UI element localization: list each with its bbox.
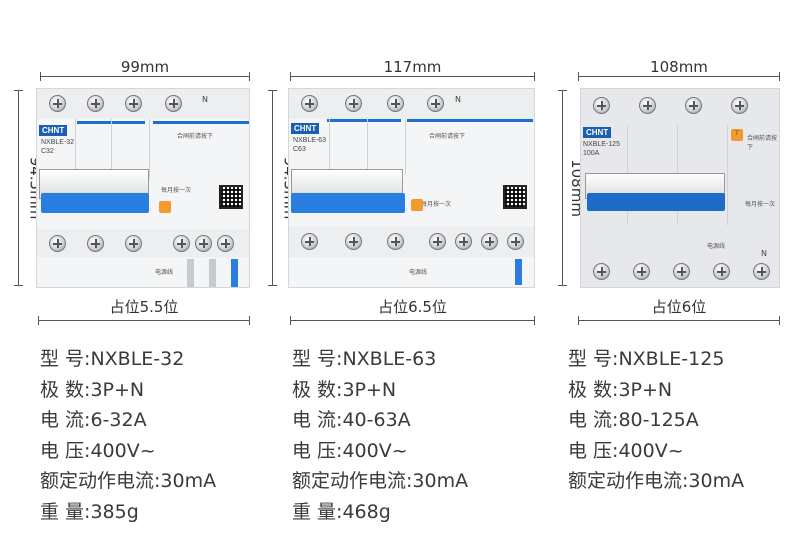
power-line-label: 电源线: [707, 243, 726, 250]
terminal-screw-icon: [633, 263, 650, 280]
spec-row: 重 量:385g: [40, 500, 139, 523]
spec-row: 额定动作电流:30mA: [40, 470, 217, 492]
spec-row: 电 压:400V~: [568, 439, 684, 462]
test-button-icon: [731, 129, 743, 141]
terminal-screw-icon: [429, 233, 446, 250]
test-button-icon: [411, 199, 423, 211]
brand-logo: CHNT: [583, 127, 612, 138]
height-dimension-1: 94.5mm: [8, 90, 44, 286]
test-button-label: T: [735, 130, 739, 137]
device-model: NXBLE-32: [41, 139, 75, 146]
width-dimension-3: 108mm: [578, 58, 780, 82]
spec-row: 重 量:468g: [292, 500, 391, 523]
spec-row: 型 号:NXBLE-32: [40, 348, 185, 370]
test-note: 合闸前请按下: [429, 133, 466, 140]
spec-list-1: 型 号:NXBLE-32 极 数:3P+N 电 流:6-32A 电 压:400V…: [40, 344, 216, 527]
monthly-test-note: 每月按一次: [745, 201, 776, 208]
terminal-screw-icon: [165, 95, 182, 112]
qr-code-icon: [503, 185, 527, 209]
spec-row: 电 流:80-125A: [568, 409, 699, 431]
terminal-screw-icon: [87, 235, 104, 252]
spec-row: 极 数:3P+N: [292, 378, 397, 401]
breaker-toggle: [291, 193, 405, 213]
brand-logo: CHNT: [291, 123, 320, 134]
spec-row: 电 流:6-32A: [40, 409, 147, 431]
terminal-screw-icon: [593, 263, 610, 280]
device-model: NXBLE-63: [293, 137, 327, 144]
device-rating: C63: [293, 146, 306, 153]
breaker-image-1: N CHNT NXBLE-32 C32 合闸前请按下 每月按一次 电源线: [36, 88, 250, 288]
terminal-screw-icon: [387, 95, 404, 112]
brand-logo: CHNT: [39, 125, 68, 136]
spec-row: 额定动作电流:30mA: [292, 470, 469, 492]
spec-row: 极 数:3P+N: [568, 378, 673, 401]
slot-label-1: 占位5.5位: [109, 298, 179, 316]
breaker-image-3: CHNT NXBLE-125 100A T 合闸前请按下 每月按一次 电源线 N: [580, 88, 780, 288]
spec-row: 电 压:400V~: [40, 439, 156, 462]
spec-list-2: 型 号:NXBLE-63 极 数:3P+N 电 流:40-63A 电 压:400…: [292, 344, 468, 527]
test-note: 合闸前请按下: [177, 133, 214, 140]
terminal-screw-icon: [713, 263, 730, 280]
monthly-test-note: 每月按一次: [161, 187, 192, 194]
width-dimension-1: 99mm: [40, 58, 250, 82]
terminal-screw-icon: [387, 233, 404, 250]
spec-row: 电 流:40-63A: [292, 409, 411, 431]
terminal-screw-icon: [593, 97, 610, 114]
terminal-screw-icon: [731, 97, 748, 114]
terminal-screw-icon: [49, 235, 66, 252]
terminal-screw-icon: [753, 263, 770, 280]
spec-row: 电 压:400V~: [292, 439, 408, 462]
terminal-screw-icon: [345, 95, 362, 112]
terminal-screw-icon: [685, 97, 702, 114]
terminal-screw-icon: [173, 235, 190, 252]
terminal-screw-icon: [673, 263, 690, 280]
terminal-screw-icon: [639, 97, 656, 114]
device-rating: C32: [41, 148, 54, 155]
terminal-screw-icon: [345, 233, 362, 250]
breaker-toggle: [41, 193, 149, 213]
spec-row: 极 数:3P+N: [40, 378, 145, 401]
width-label-1: 99mm: [120, 58, 170, 76]
terminal-screw-icon: [125, 235, 142, 252]
terminal-screw-icon: [455, 233, 472, 250]
terminal-screw-icon: [125, 95, 142, 112]
neutral-mark: N: [761, 249, 767, 258]
height-dimension-3: 108mm: [552, 90, 586, 286]
slot-label-2: 占位6.5位: [378, 298, 447, 316]
monthly-test-note: 每月按一次: [421, 201, 452, 208]
terminal-screw-icon: [195, 235, 212, 252]
test-note: 合闸前请按下: [747, 135, 778, 151]
terminal-screw-icon: [507, 233, 524, 250]
slot-dimension-1: 占位5.5位: [38, 296, 250, 326]
terminal-screw-icon: [301, 233, 318, 250]
height-dimension-2: 94.5mm: [262, 90, 298, 286]
spec-row: 型 号:NXBLE-63: [292, 348, 437, 370]
breaker-toggle: [587, 193, 725, 211]
terminal-screw-icon: [49, 95, 66, 112]
breaker-image-2: N CHNT NXBLE-63 C63 合闸前请按下 每月按一次 电源线: [288, 88, 535, 288]
slot-dimension-2: 占位6.5位: [290, 296, 535, 326]
terminal-screw-icon: [481, 233, 498, 250]
terminal-screw-icon: [427, 95, 444, 112]
neutral-mark: N: [455, 95, 461, 104]
spec-row: 型 号:NXBLE-125: [568, 348, 725, 370]
terminal-screw-icon: [217, 235, 234, 252]
device-model: NXBLE-125: [583, 141, 620, 148]
terminal-screw-icon: [301, 95, 318, 112]
device-rating: 100A: [583, 150, 600, 157]
power-line-label: 电源线: [409, 269, 428, 276]
test-button-icon: [159, 201, 171, 213]
slot-label-3: 占位6位: [651, 298, 707, 316]
spec-list-3: 型 号:NXBLE-125 极 数:3P+N 电 流:80-125A 电 压:4…: [568, 344, 744, 497]
width-label-2: 117mm: [383, 58, 442, 76]
spec-row: 额定动作电流:30mA: [568, 470, 745, 492]
width-label-3: 108mm: [650, 58, 708, 76]
width-dimension-2: 117mm: [290, 58, 535, 82]
power-line-label: 电源线: [155, 269, 174, 276]
terminal-screw-icon: [87, 95, 104, 112]
neutral-mark: N: [202, 95, 208, 104]
qr-code-icon: [219, 185, 243, 209]
slot-dimension-3: 占位6位: [578, 296, 780, 326]
